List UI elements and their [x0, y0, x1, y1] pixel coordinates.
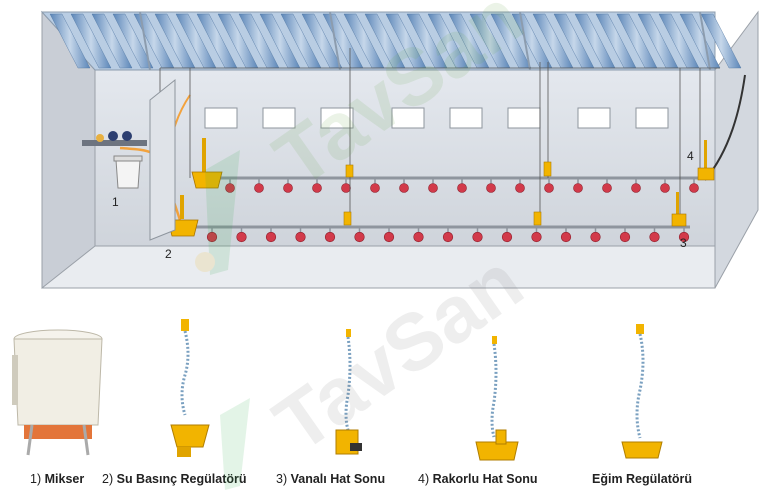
drinker-cup	[295, 231, 306, 243]
callout-1: 1	[112, 195, 119, 209]
roof-slat	[49, 13, 91, 69]
drinker-cup	[442, 231, 454, 243]
drinker-cup	[486, 183, 496, 193]
drinker-cup	[399, 183, 409, 193]
drinker-cup	[590, 231, 601, 243]
drinker-cup	[531, 231, 542, 243]
roof-beam	[699, 11, 711, 71]
drinker-cup	[678, 231, 690, 243]
drinker-cup	[413, 231, 424, 243]
suspension-cables	[159, 48, 720, 225]
drinker-cup	[341, 183, 351, 193]
caption-fitting-line-end: 4) Rakorlu Hat Sonu	[418, 472, 538, 486]
poultry-house-diagram: 1 2 3 4	[40, 10, 759, 290]
drinker-cup	[457, 183, 467, 193]
drinker-cup	[225, 183, 235, 193]
slope-regulators	[343, 161, 552, 226]
window	[507, 107, 541, 129]
drinker-cups-back	[225, 178, 699, 193]
drinker-cup	[236, 231, 247, 243]
drinker-cup	[689, 183, 699, 193]
drinker-cup	[472, 231, 483, 243]
roof-slat	[700, 13, 742, 69]
drinker-cup	[254, 183, 264, 193]
fitting-line-end-image	[475, 336, 519, 461]
caption-mixer: 1) Mikser	[30, 472, 85, 486]
window	[391, 107, 425, 129]
roof-slat	[112, 13, 154, 69]
roof-beam	[519, 11, 531, 71]
drinker-cup	[619, 231, 631, 243]
caption-slope-regulator: Eğim Regülatörü	[592, 472, 693, 486]
floor	[41, 245, 716, 289]
drinker-cup	[501, 231, 513, 243]
drinker-cup	[649, 231, 660, 243]
entry-door	[149, 78, 176, 241]
roof-slat	[70, 13, 112, 69]
window	[449, 107, 483, 129]
window	[635, 107, 669, 129]
drinker-cup	[544, 183, 554, 193]
drinker-cup	[206, 231, 218, 243]
roof-beam	[139, 11, 151, 71]
wall-windows	[204, 107, 669, 129]
mixer-product-image	[12, 329, 103, 456]
drinker-cup	[428, 183, 438, 193]
caption-pressure-regulator: 2) Su Basınç Regülatörü	[102, 472, 247, 486]
drinker-cup	[515, 183, 525, 193]
line-end-4	[697, 140, 715, 181]
roof-slat	[91, 13, 133, 69]
mixer-station	[82, 131, 147, 189]
window	[320, 107, 354, 129]
drinker-cup	[560, 231, 572, 243]
roof-beam	[329, 11, 341, 71]
roof-panels	[40, 11, 742, 71]
drinker-cup	[354, 231, 365, 243]
window	[204, 107, 238, 129]
pressure-regulator-image	[170, 319, 210, 457]
valve-line-end-image	[335, 329, 362, 455]
caption-valve-line-end: 3) Vanalı Hat Sonu	[276, 472, 386, 486]
callout-4: 4	[687, 149, 694, 163]
drinker-cup	[573, 183, 583, 193]
drinker-cup	[265, 231, 277, 243]
drinker-cup	[312, 183, 322, 193]
drinker-cup	[383, 231, 395, 243]
window	[577, 107, 611, 129]
drinker-cups-front	[206, 227, 690, 243]
drinker-cup	[602, 183, 612, 193]
window	[262, 107, 296, 129]
drinker-cup	[283, 183, 293, 193]
drinker-cup	[370, 183, 380, 193]
callout-3: 3	[680, 236, 687, 250]
pressure-regulator-back	[191, 138, 223, 189]
drinker-cup	[660, 183, 670, 193]
line-end-3	[671, 192, 687, 227]
drinker-cup	[324, 231, 336, 243]
callout-2: 2	[165, 247, 172, 261]
slope-regulator-image	[621, 324, 663, 459]
drinker-cup	[631, 183, 641, 193]
